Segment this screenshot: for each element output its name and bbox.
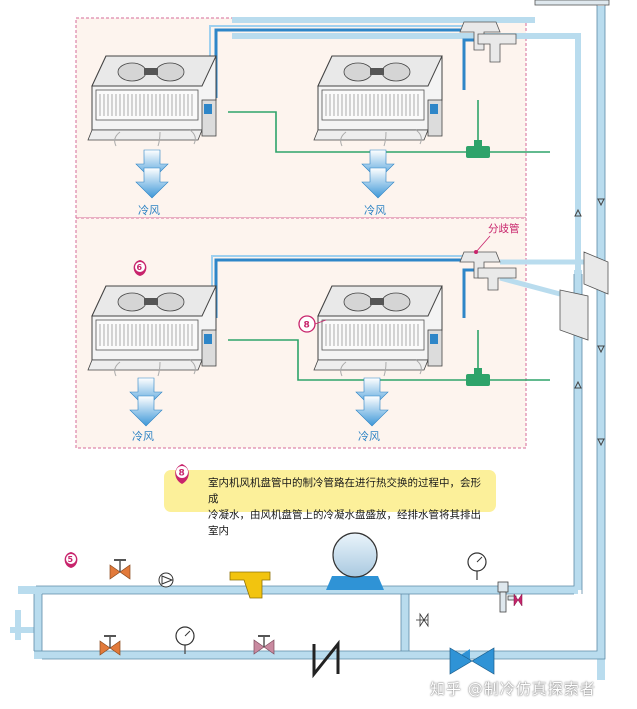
flexible-joint (312, 639, 340, 679)
gate-valve-pink (253, 635, 275, 655)
manifold-fittings (459, 21, 609, 341)
check-valve (158, 572, 174, 588)
marker-5: 5 (64, 552, 78, 568)
fan-coil-unit-1 (87, 55, 217, 141)
fan-coil-unit-2 (313, 55, 443, 141)
manifold-leader-line (475, 235, 491, 253)
cold-air-label-2: 冷风 (364, 204, 386, 217)
note-line-1: 室内机风机盘管中的制冷管路在进行热交换的过程中，会形成 (208, 477, 481, 505)
gate-valve-supply (109, 559, 131, 580)
note-line-2: 冷凝水，由风机盘管上的冷凝水盘盛放，经排水管将其排出室内 (208, 509, 481, 537)
svg-text:6: 6 (137, 263, 143, 272)
cold-air-label-3: 冷风 (132, 430, 154, 443)
watermark: 知乎 @制冷仿真探索者 (430, 680, 596, 698)
y-filter (229, 571, 271, 599)
flow-direction-arrows (574, 198, 605, 447)
svg-text:5: 5 (68, 555, 74, 564)
manifold-leader-dot (474, 250, 478, 254)
note-marker-8: 8 (175, 464, 189, 484)
pressure-gauge-2 (175, 626, 195, 655)
ball-valve-blue (449, 647, 495, 675)
svg-text:8: 8 (179, 469, 185, 479)
water-pump (326, 532, 384, 590)
bypass-valve (416, 612, 429, 628)
marker-8-unit: 8 (298, 315, 327, 333)
fan-coil-unit-3 (87, 285, 217, 371)
drain-tee-fittings (466, 140, 490, 386)
cold-air-label-4: 冷风 (358, 430, 380, 443)
marker-6: 6 (133, 260, 147, 276)
condensate-note: 室内机风机盘管中的制冷管路在进行热交换的过程中，会形成 冷凝水，由风机盘管上的冷… (164, 470, 496, 537)
drain-trap-assembly (497, 581, 523, 613)
pressure-gauge-1 (467, 552, 487, 581)
cold-air-label-1: 冷风 (138, 204, 160, 217)
manifold-label: 分歧管 (488, 222, 520, 235)
main-pipe-network (10, 6, 605, 680)
air-outlet-swirls (114, 129, 422, 377)
fan-coil-unit-4 (313, 285, 443, 371)
svg-text:8: 8 (304, 321, 310, 331)
pipe-caps (534, 0, 610, 6)
